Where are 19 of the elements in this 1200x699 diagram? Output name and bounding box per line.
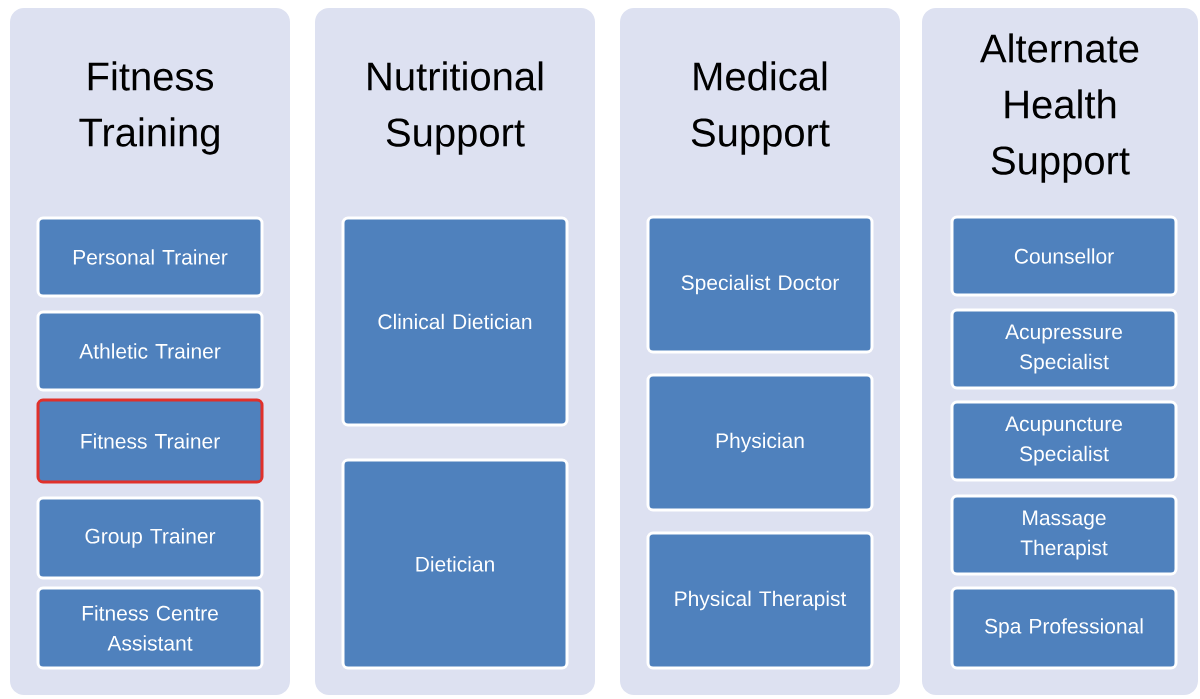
role-box: Spa Professional <box>950 586 1178 670</box>
role-box: Clinical Dietician <box>341 216 569 427</box>
role-box: Physical Therapist <box>646 531 874 670</box>
role-box: Specialist Doctor <box>646 215 874 354</box>
role-box: Counsellor <box>950 215 1178 297</box>
role-box: Dietician <box>341 458 569 670</box>
role-box: Group Trainer <box>36 496 264 580</box>
role-box: Fitness Centre Assistant <box>36 586 264 670</box>
column-heading: Nutritional Support <box>368 61 543 155</box>
column-heading: Fitness Training <box>79 61 219 155</box>
role-box: Physician <box>646 373 874 512</box>
role-box: Acupuncture Specialist <box>950 400 1178 482</box>
role-box: Athletic Trainer <box>36 310 264 392</box>
role-box: Fitness Trainer <box>36 398 264 484</box>
role-box: Personal Trainer <box>36 216 264 298</box>
column-heading: Alternate Health Support <box>980 33 1139 183</box>
column-heading: Medical Support <box>691 61 830 155</box>
role-box: Acupressure Specialist <box>950 308 1178 390</box>
role-box: Massage Therapist <box>950 494 1178 576</box>
